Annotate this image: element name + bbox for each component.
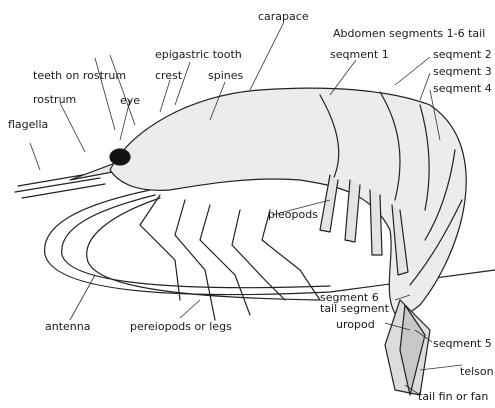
label-tail-fin: tail fin or fan	[418, 390, 488, 403]
label-abdomen-segments: Abdomen segments 1-6 tail	[333, 27, 485, 40]
label-antenna: antenna	[45, 320, 90, 333]
pleopod-3	[370, 190, 382, 255]
label-rostrum: rostrum	[33, 93, 76, 106]
label-crest: crest	[155, 69, 182, 82]
label-uropod: uropod	[336, 318, 375, 331]
label-segment-1: seqment 1	[330, 48, 389, 61]
label-segment-4: seqment 4	[433, 82, 492, 95]
label-pleopods: pleopods	[268, 208, 318, 221]
flagella-line-2	[15, 178, 100, 192]
label-flagella: flagella	[8, 118, 48, 131]
label-teeth-on-rostrum: teeth on rostrum	[33, 69, 126, 82]
label-eye: eye	[120, 94, 140, 107]
label-epigastric-tooth: epigastric tooth	[155, 48, 242, 61]
label-tail-segment: tail segment	[320, 302, 389, 315]
label-carapace: carapace	[258, 10, 309, 23]
label-segment-2: seqment 2	[433, 48, 492, 61]
label-segment-5: seqment 5	[433, 337, 492, 350]
leg-2	[175, 200, 215, 320]
eye-shape	[110, 149, 130, 165]
label-telson: telson	[460, 365, 494, 378]
leg-3	[200, 205, 250, 315]
label-segment-3: seqment 3	[433, 65, 492, 78]
label-pereiopods: pereiopods or legs	[130, 320, 232, 333]
label-spines: spines	[208, 69, 243, 82]
flagella-line-3	[22, 184, 105, 198]
